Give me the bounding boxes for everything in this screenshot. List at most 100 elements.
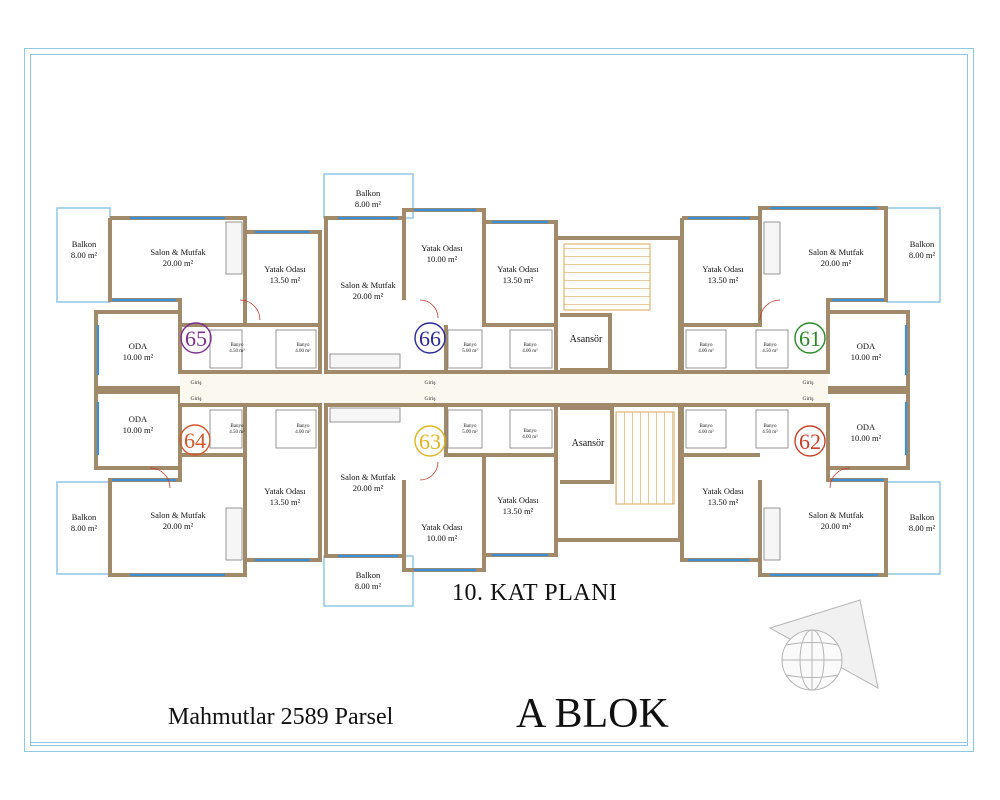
room-area: 8.00 m² [909, 250, 936, 260]
room-name: ODA [129, 414, 148, 424]
room-name: Balkon [72, 239, 97, 249]
bath-fixtures [209, 329, 789, 449]
unit-badge-ring [179, 424, 211, 456]
bath-area: 4.50 m² [229, 348, 245, 354]
entrance-label: Giriş [803, 396, 814, 402]
room-area: 8.00 m² [909, 523, 936, 533]
bath-area: 4.00 m² [295, 429, 311, 435]
bath-name: Banyo [296, 343, 310, 348]
unit-number: 66 [419, 326, 441, 351]
bath-area: 5.00 m² [462, 429, 478, 435]
room-name: Salon & Mutfak [808, 510, 864, 520]
room-area: 8.00 m² [71, 250, 98, 260]
room-name: Yatak Odası [497, 264, 539, 274]
room-name: Salon & Mutfak [340, 280, 396, 290]
bath-area: 4.50 m² [229, 429, 245, 435]
room-name: Balkon [910, 239, 935, 249]
room-name: Yatak Odası [264, 264, 306, 274]
unit-badge-ring [794, 425, 826, 457]
room-area: 13.50 m² [270, 275, 301, 285]
room-name: Salon & Mutfak [808, 247, 864, 257]
room-area: 20.00 m² [821, 521, 852, 531]
room-name: Balkon [356, 188, 381, 198]
wall-unit-65 [94, 216, 322, 390]
room-area: 20.00 m² [163, 258, 194, 268]
stair-north [563, 243, 651, 311]
room-name: Balkon [356, 570, 381, 580]
room-name: Yatak Odası [264, 486, 306, 496]
room-area: 8.00 m² [355, 199, 382, 209]
room-area: 10.00 m² [123, 425, 154, 435]
unit-badge-ring [794, 322, 826, 354]
room-area: 13.50 m² [270, 497, 301, 507]
bath-name: Banyo [523, 343, 537, 348]
wall-unit-61-core [680, 218, 830, 374]
unit-number: 61 [799, 326, 821, 351]
entrance-label: Giriş [425, 396, 436, 402]
wall-unit-61-partition [682, 208, 762, 327]
bath-area: 4.50 m² [762, 429, 778, 435]
room-area: 8.00 m² [71, 523, 98, 533]
room-area: 20.00 m² [353, 291, 384, 301]
bath-area: 4.00 m² [522, 434, 538, 440]
plan-title: 10. KAT PLANI [452, 580, 618, 606]
room-area: 10.00 m² [427, 533, 458, 543]
bath-area: 4.00 m² [698, 429, 714, 435]
room-area: 8.00 m² [355, 581, 382, 591]
room-name: Yatak Odası [702, 486, 744, 496]
bath-name: Banyo [296, 424, 310, 429]
room-name: Salon & Mutfak [340, 472, 396, 482]
room-area: 20.00 m² [821, 258, 852, 268]
room-name: ODA [129, 341, 148, 351]
elevator-label: Asansör [570, 334, 603, 345]
unit-number: 64 [184, 428, 206, 453]
bath-name: Banyo [230, 424, 244, 429]
room-area: 10.00 m² [851, 433, 882, 443]
bath-name: Banyo [463, 424, 477, 429]
wall-unit-66-bedroom [482, 222, 556, 327]
entrance-label: Giriş [425, 380, 436, 386]
compass-emblem [768, 599, 879, 691]
wall-elevator-north [560, 313, 612, 372]
room-area: 10.00 m² [123, 352, 154, 362]
bath-area: 5.00 m² [462, 348, 478, 354]
entrance-label: Giriş [191, 380, 202, 386]
bath-name: Banyo [699, 424, 713, 429]
room-area: 13.50 m² [708, 497, 739, 507]
kitchen-fixtures [225, 221, 781, 561]
room-name: Yatak Odası [497, 495, 539, 505]
room-area: 20.00 m² [163, 521, 194, 531]
bath-area: 4.00 m² [522, 348, 538, 354]
bath-name: Banyo [463, 343, 477, 348]
room-name: Yatak Odası [421, 522, 463, 532]
sheet-inner-border [30, 54, 968, 746]
windows [96, 206, 908, 577]
room-name: Balkon [910, 512, 935, 522]
bath-area: 4.50 m² [762, 348, 778, 354]
bath-name: Banyo [763, 424, 777, 429]
entrance-label: Giriş [191, 396, 202, 402]
room-name: Salon & Mutfak [150, 247, 206, 257]
room-area: 10.00 m² [851, 352, 882, 362]
unit-number: 62 [799, 429, 821, 454]
room-area: 13.50 m² [503, 506, 534, 516]
bath-area: 4.00 m² [698, 348, 714, 354]
sheet-outer-border [24, 48, 974, 752]
room-area: 10.00 m² [427, 254, 458, 264]
bath-name: Banyo [699, 343, 713, 348]
room-area: 13.50 m² [708, 275, 739, 285]
stair-south [615, 411, 675, 505]
entrance-label: Giriş [803, 380, 814, 386]
bath-name: Banyo [523, 429, 537, 434]
unit-badge-ring [414, 425, 446, 457]
parcel-label: Mahmutlar 2589 Parsel [168, 704, 394, 730]
room-area: 13.50 m² [503, 275, 534, 285]
wall-unit-63-bath [444, 405, 556, 457]
room-area: 20.00 m² [353, 483, 384, 493]
